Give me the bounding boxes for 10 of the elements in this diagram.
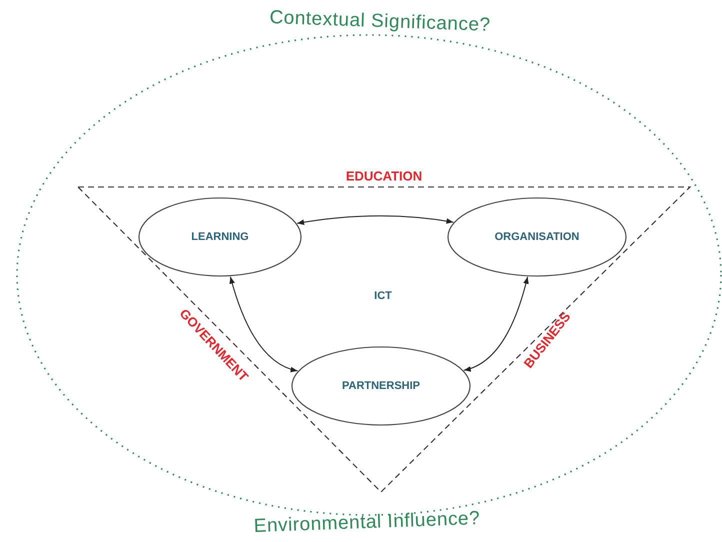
side-label: EDUCATION	[346, 168, 422, 184]
curved-arrow	[296, 215, 454, 226]
ring-label: Contextual Significance?	[269, 7, 491, 37]
node-label: PARTNERSHIP	[342, 380, 420, 392]
center-label: ICT	[374, 290, 392, 302]
ring-label: Environmental Influence?	[253, 508, 481, 538]
curved-arrow	[230, 276, 298, 372]
node-label: LEARNING	[191, 231, 249, 243]
node-label: ORGANISATION	[494, 231, 580, 243]
curved-arrow	[463, 276, 529, 372]
